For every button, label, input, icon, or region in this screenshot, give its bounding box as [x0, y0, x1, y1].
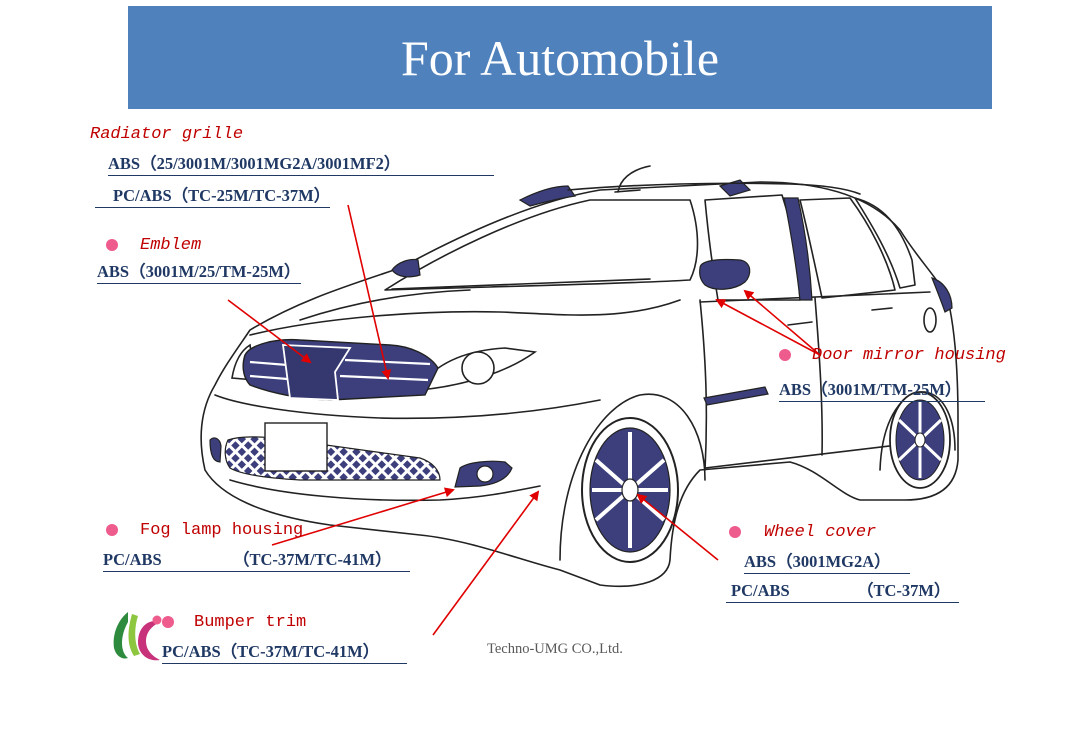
- spec-door-mirror-abs: ABS（3001M/TM-25M）: [779, 380, 985, 402]
- left-fog-lamp: [209, 437, 222, 463]
- windshield-wiper: [391, 278, 651, 290]
- door-handle-rear: [871, 307, 893, 311]
- arrow-fog-lamp: [271, 487, 455, 546]
- front-bumper: [214, 394, 601, 420]
- roof-rail-front: [518, 185, 577, 207]
- windshield: [384, 199, 699, 291]
- arrow-emblem: [227, 299, 312, 364]
- door-handle-front: [787, 321, 813, 326]
- car-body-outline: [200, 181, 959, 588]
- bullet-wheel-cover: [729, 526, 741, 538]
- spec-fog-lamp-grades: （TC-37M/TC-41M）: [233, 550, 410, 572]
- lower-mesh-grille: [224, 436, 441, 481]
- spec-emblem-abs: ABS（3001M/25/TM-25M）: [97, 262, 301, 284]
- company-logo: [113, 612, 162, 661]
- arrow-wheel-cover: [636, 493, 719, 561]
- fuel-cap: [923, 307, 937, 333]
- b-pillar: [783, 197, 813, 301]
- rear-wheel: [889, 391, 951, 489]
- beltline: [699, 291, 931, 303]
- bullet-door-mirror: [779, 349, 791, 361]
- spec-wheel-cover-pcabs: PC/ABS: [726, 581, 857, 603]
- company-name: Techno-UMG CO.,Ltd.: [487, 641, 623, 657]
- spec-bumper-trim-pcabs: PC/ABS（TC-37M/TC-41M）: [162, 642, 407, 664]
- roof-rail-line: [567, 182, 861, 195]
- spec-fog-lamp-pcabs: PC/ABS: [103, 550, 233, 572]
- bullet-bumper-trim: [162, 616, 174, 628]
- front-wheel-arch: [559, 393, 706, 561]
- headlamp-right-lens: [461, 351, 495, 385]
- arrow-bumper-trim: [432, 490, 540, 636]
- hood-crease: [299, 289, 471, 321]
- bullet-emblem: [106, 239, 118, 251]
- license-plate: [264, 422, 328, 472]
- page-title: For Automobile: [400, 30, 720, 86]
- taillight: [930, 277, 953, 313]
- side-marker: [703, 386, 769, 406]
- label-bumper-trim: Bumper trim: [194, 613, 307, 632]
- title-banner: For Automobile: [128, 6, 992, 109]
- arrow-door-mirror-2: [715, 299, 821, 356]
- side-mirror: [699, 258, 751, 290]
- spec-wheel-cover-grade: （TC-37M）: [857, 581, 959, 603]
- hood-edge: [249, 299, 681, 336]
- bumper-lower: [229, 479, 541, 502]
- bullet-fog-lamp: [106, 524, 118, 536]
- door-line-front: [699, 299, 708, 471]
- label-fog-lamp-housing: Fog lamp housing: [140, 521, 304, 540]
- grille-slat-3: [344, 358, 431, 366]
- rear-side-window: [799, 197, 896, 299]
- fog-lamp-lens: [476, 465, 494, 483]
- arrow-radiator-grille: [347, 204, 392, 380]
- label-radiator-grille: Radiator grille: [90, 125, 244, 144]
- spec-radiator-grille-abs: ABS（25/3001M/3001MG2A/3001MF2）: [108, 154, 494, 176]
- label-emblem: Emblem: [140, 236, 202, 255]
- emblem-part: [281, 344, 352, 401]
- arrow-door-mirror-1: [743, 289, 821, 356]
- left-side-vent: [391, 258, 421, 278]
- spec-wheel-cover-abs: ABS（3001MG2A）: [744, 552, 910, 574]
- quarter-window: [854, 197, 916, 289]
- antenna: [617, 165, 651, 193]
- spec-radiator-grille-pcabs: PC/ABS（TC-25M/TC-37M）: [95, 186, 331, 208]
- roof-rack-base: [614, 189, 641, 193]
- label-wheel-cover: Wheel cover: [764, 523, 877, 542]
- front-wheel: [581, 417, 679, 563]
- label-door-mirror-housing: Door mirror housing: [812, 346, 1006, 365]
- door-line-rear: [814, 297, 823, 456]
